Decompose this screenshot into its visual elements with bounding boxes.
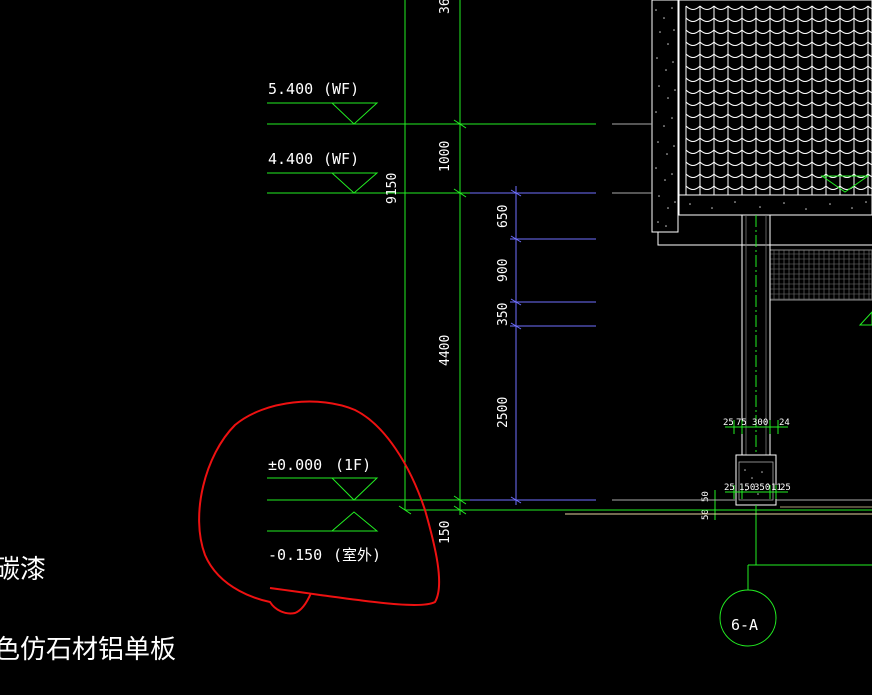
elevation-triangle-outdoor bbox=[330, 511, 379, 532]
elevation-triangle-wf-lower bbox=[330, 172, 379, 194]
dimension-chain-middle bbox=[453, 0, 467, 515]
dim-350: 350 bbox=[496, 303, 511, 326]
ground-lines bbox=[405, 499, 872, 515]
red-markup-circle bbox=[198, 400, 441, 615]
elevation-symbols bbox=[330, 102, 379, 532]
dim-small-side-b: 50 bbox=[701, 509, 711, 520]
roof-tile-hatch bbox=[651, 0, 872, 246]
dim-small-top-2: 75 bbox=[736, 418, 747, 428]
dim-small-top-3: 300 bbox=[752, 418, 768, 428]
roof-tiles bbox=[685, 5, 872, 195]
dim-2500: 2500 bbox=[496, 397, 511, 428]
grid-axis-bubble bbox=[719, 589, 777, 647]
note-line-1: 碳漆 bbox=[0, 555, 46, 585]
elevation-wf-lower-floor: (WF) bbox=[323, 150, 359, 168]
dimension-chain-blue bbox=[470, 186, 596, 505]
grid-axis-label: 6-A bbox=[731, 616, 758, 634]
dim-150: 150 bbox=[438, 521, 453, 544]
column-small-dimensions bbox=[714, 420, 788, 520]
dim-650: 650 bbox=[496, 205, 511, 228]
elevation-outdoor-floor: (室外) bbox=[333, 546, 381, 564]
elevation-ground-floor: (1F) bbox=[335, 456, 371, 474]
dim-small-side-a: 50 bbox=[701, 491, 711, 502]
elevation-outdoor-value: -0.150 bbox=[268, 546, 322, 564]
roof-base-stipple bbox=[689, 201, 867, 210]
elevation-wf-upper-value: 5.400 bbox=[268, 80, 313, 98]
roof-edge-stipple bbox=[655, 7, 676, 227]
column bbox=[735, 215, 872, 590]
dim-900: 900 bbox=[496, 259, 511, 282]
dim-small-top-4: 24 bbox=[779, 418, 790, 428]
dim-top-partial: 36 bbox=[438, 0, 453, 14]
elevation-triangle-ground bbox=[330, 477, 379, 501]
grille-panel bbox=[769, 249, 872, 326]
dim-small-bottom-1: 25 bbox=[724, 483, 735, 493]
dim-small-top-1: 25 bbox=[723, 418, 734, 428]
note-line-2: 色仿石材铝单板 bbox=[0, 635, 176, 665]
elevation-triangle-wf-upper bbox=[330, 102, 379, 125]
dim-1000: 1000 bbox=[438, 141, 453, 172]
dim-small-bottom-3: 350 bbox=[754, 483, 770, 493]
dim-4400: 4400 bbox=[438, 335, 453, 366]
dim-9150: 9150 bbox=[385, 173, 400, 204]
dim-small-bottom-5: 25 bbox=[780, 483, 791, 493]
elevation-ground-value: ±0.000 bbox=[268, 456, 322, 474]
elevation-wf-lower-value: 4.400 bbox=[268, 150, 313, 168]
dimension-chain-outer bbox=[398, 0, 412, 515]
elevation-wf-upper-floor: (WF) bbox=[323, 80, 359, 98]
dim-small-bottom-4: 11 bbox=[771, 483, 782, 493]
dim-small-bottom-2: 150 bbox=[739, 483, 755, 493]
